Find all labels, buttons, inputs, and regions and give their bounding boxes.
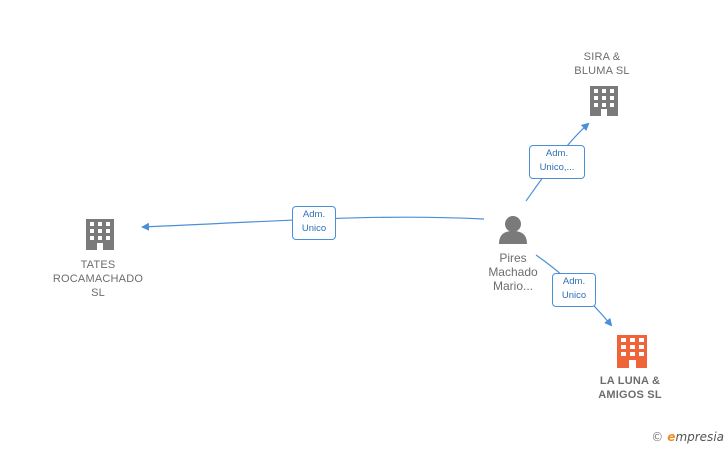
company-name-line: ROCAMACHADO: [52, 273, 144, 285]
building-icon[interactable]: [86, 219, 114, 250]
empresia-logo: ©empresia: [651, 430, 724, 444]
company-name-line: BLUMA SL: [574, 65, 630, 77]
brand-name: mpresia: [675, 430, 724, 444]
edge-label-tates[interactable]: Adm. Unico: [292, 206, 336, 240]
company-name-line: AMIGOS SL: [598, 389, 662, 401]
edge-label-la-luna[interactable]: Adm. Unico: [552, 273, 596, 307]
company-label-tates[interactable]: TATES ROCAMACHADO SL: [48, 258, 148, 300]
person-label[interactable]: Pires Machado Mario...: [476, 251, 550, 293]
company-name-line: SL: [91, 287, 105, 299]
edge-label-line: Unico,...: [539, 162, 575, 173]
edge-label-sira[interactable]: Adm. Unico,...: [529, 145, 585, 179]
company-name-line: SIRA &: [583, 51, 621, 63]
edge-label-line: Adm.: [562, 276, 586, 287]
person-name-line: Mario...: [492, 279, 533, 293]
edge-label-line: Unico: [561, 290, 587, 301]
building-icon[interactable]: [617, 335, 647, 368]
person-icon[interactable]: [499, 216, 527, 244]
edge-label-line: Adm.: [302, 209, 326, 220]
company-name-line: TATES: [80, 259, 116, 271]
edge-label-line: Unico: [301, 223, 327, 234]
person-name-line: Pires: [499, 251, 527, 265]
company-label-sira-bluma[interactable]: SIRA & BLUMA SL: [562, 50, 642, 78]
brand-initial: e: [667, 430, 676, 444]
person-name-line: Machado: [488, 265, 538, 279]
company-name-line: LA LUNA &: [599, 375, 661, 387]
copyright-symbol: ©: [651, 430, 664, 444]
building-icon[interactable]: [590, 86, 618, 116]
edge-label-line: Adm.: [545, 148, 569, 159]
company-label-la-luna[interactable]: LA LUNA & AMIGOS SL: [585, 374, 675, 402]
